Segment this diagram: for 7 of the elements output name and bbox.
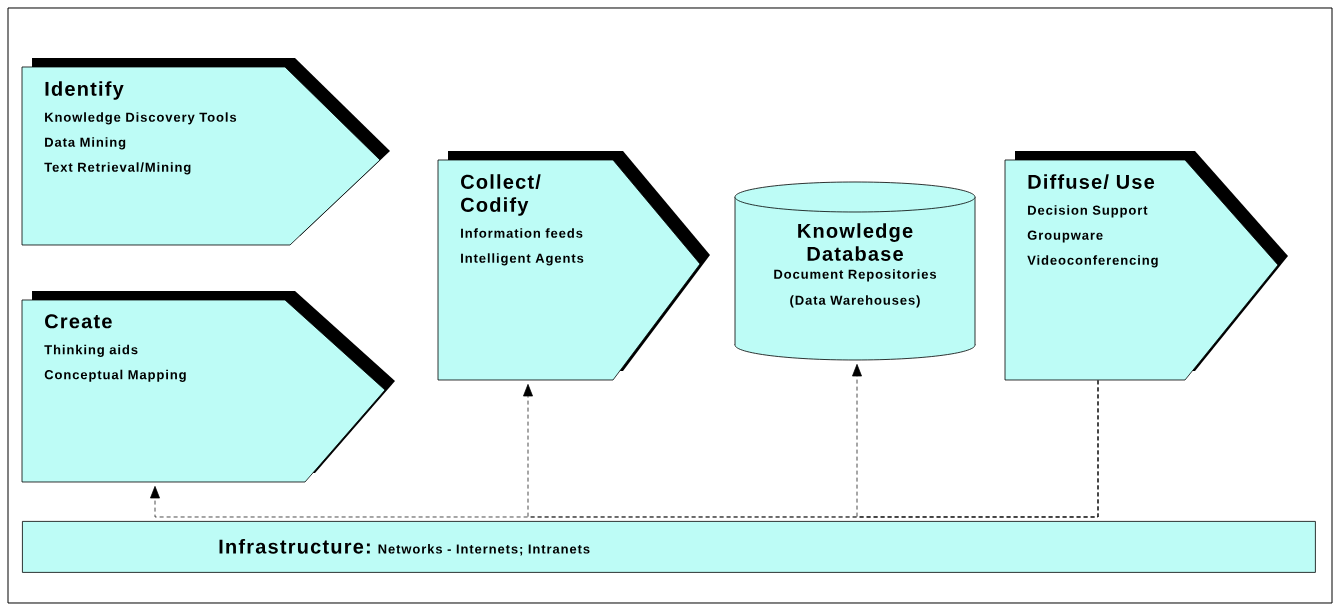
chevron-box: Diffuse/ Use Decision Support Groupware Videoconferencing bbox=[1004, 151, 1288, 381]
chevron-box: Create Thinking aids Conceptual Mapping bbox=[21, 291, 395, 483]
infrastructure-bar: Infrastructure: Networks - Internets; Intranets bbox=[22, 521, 1316, 573]
database-cylinder: Knowledge Database Document Repositories (Data Warehouses) bbox=[734, 181, 976, 361]
chevron-box: Collect/ Codify Information feeds Intelligent Agents bbox=[437, 151, 710, 381]
dashed-arrow bbox=[852, 364, 1099, 518]
chevron-box: Identify Knowledge Discovery Tools Data Mining Text Retrieval/Mining bbox=[21, 58, 390, 246]
